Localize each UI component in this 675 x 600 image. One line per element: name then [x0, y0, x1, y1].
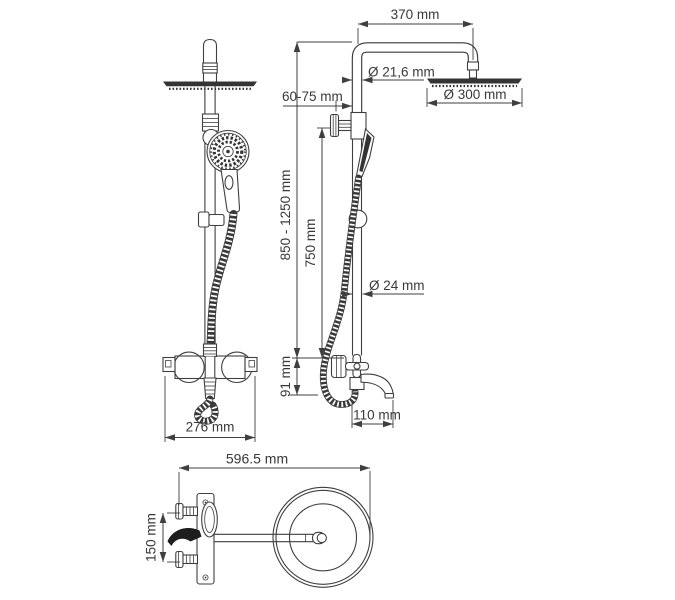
dim-wall-offset-label: 60-75 mm — [282, 89, 343, 104]
slider-clamp — [197, 211, 210, 228]
dim-bar-height-label: 750 mm — [303, 219, 318, 268]
mixer-knob-left — [173, 351, 205, 384]
dim-spout-drop-label: 91 mm — [278, 356, 293, 397]
hose-loop-side — [320, 177, 362, 408]
overhead-shower-top — [272, 486, 374, 588]
mixer-lever — [167, 527, 202, 546]
handle-button — [224, 175, 234, 190]
dim-pole-diameter-label: Ø 24 mm — [369, 278, 425, 293]
thermostat-housing — [201, 501, 218, 538]
hose-connector — [203, 377, 217, 400]
side-view: 370 mm Ø 21,6 mm Ø 300 mm 60-75 mm 850 -… — [278, 7, 523, 428]
hose-loop-front — [194, 398, 218, 424]
dim-arm-pipe-diameter-label: Ø 21,6 mm — [368, 65, 435, 80]
wall-ear-left — [162, 356, 176, 373]
spout — [360, 373, 394, 396]
mixer-wall-flange — [330, 354, 347, 379]
dim-body-width-label: 150 mm — [144, 513, 159, 562]
dim-total-depth-label: 596.5 mm — [226, 451, 288, 467]
pole-collar — [202, 62, 218, 74]
overhead-shower-edge — [163, 81, 257, 87]
plan-view: 596.5 mm 150 mm — [144, 451, 374, 588]
dim-head-diameter-label: Ø 300 mm — [443, 87, 506, 102]
shower-hose — [207, 213, 237, 345]
shower-arm — [352, 43, 478, 116]
wall-ear-right — [244, 356, 258, 373]
dim-arm-length-label: 370 mm — [391, 7, 440, 22]
arm-center-nut — [316, 532, 327, 544]
spray-pattern — [217, 140, 239, 163]
dim-spout-reach-label: 110 mm — [353, 408, 401, 423]
diverter-knob — [329, 113, 340, 138]
overhead-shower-side — [427, 78, 522, 84]
dim-mixer-width-label: 276 mm — [186, 420, 235, 435]
knob-top — [175, 502, 184, 520]
dim-height-range-label: 850 - 1250 mm — [278, 170, 293, 261]
shower-pole-top — [202, 38, 218, 83]
front-view: 276 mm — [162, 38, 258, 442]
spout-aerator — [384, 392, 395, 399]
head-joint — [466, 61, 480, 71]
diverter-body — [350, 111, 367, 140]
knob-bottom — [175, 550, 184, 569]
